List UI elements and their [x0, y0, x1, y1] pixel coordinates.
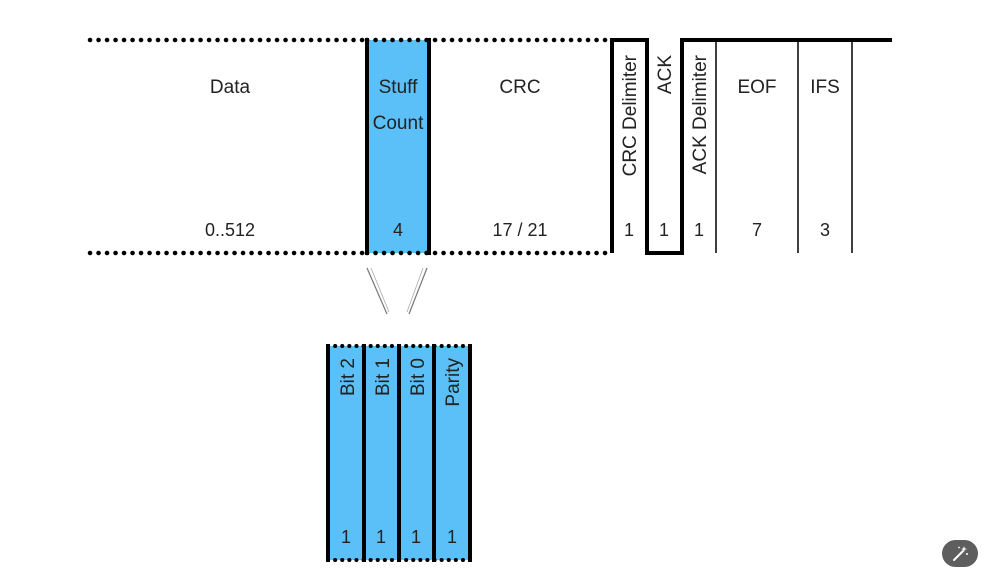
field-label-data: Data [210, 77, 251, 98]
field-label-eof: EOF [737, 77, 776, 98]
detail-label-bit1: Bit 1 [373, 358, 394, 396]
detail-bits-parity: 1 [447, 527, 457, 547]
stuff-count-fill [367, 40, 429, 253]
field-bits-ack-delimiter: 1 [694, 220, 704, 240]
bit-waveform [610, 38, 892, 255]
field-label-ack: ACK [655, 55, 676, 94]
field-label-stuff: Stuff [379, 77, 418, 98]
detail-bits-bit2: 1 [341, 527, 351, 547]
detail-bits-bit1: 1 [376, 527, 386, 547]
detail-label-bit0: Bit 0 [408, 358, 429, 396]
zoom-line-left [366, 267, 388, 315]
field-bits-crc: 17 / 21 [492, 220, 547, 240]
field-label-ifs: IFS [810, 77, 840, 98]
field-bits-data: 0..512 [205, 220, 255, 240]
field-bits-stuff-count: 4 [393, 220, 403, 240]
field-bits-ack: 1 [659, 220, 669, 240]
zoom-line-left-shadow [370, 267, 390, 313]
detail-label-bit2: Bit 2 [338, 358, 359, 396]
field-label-crc: CRC [499, 77, 540, 98]
magic-wand-icon [953, 545, 968, 561]
detail-label-parity: Parity [443, 358, 464, 407]
field-label-crc-delimiter: CRC Delimiter [620, 54, 641, 176]
field-bits-crc-delimiter: 1 [624, 220, 634, 240]
zoom-line-right [408, 267, 428, 315]
field-label-ack-delimiter: ACK Delimiter [690, 54, 711, 174]
field-bits-eof: 7 [752, 220, 762, 240]
detail-bits-bit0: 1 [411, 527, 421, 547]
edit-image-button[interactable] [942, 540, 978, 567]
field-bits-ifs: 3 [820, 220, 830, 240]
field-label-count: Count [373, 113, 424, 134]
zoom-line-right-shadow [406, 267, 424, 313]
